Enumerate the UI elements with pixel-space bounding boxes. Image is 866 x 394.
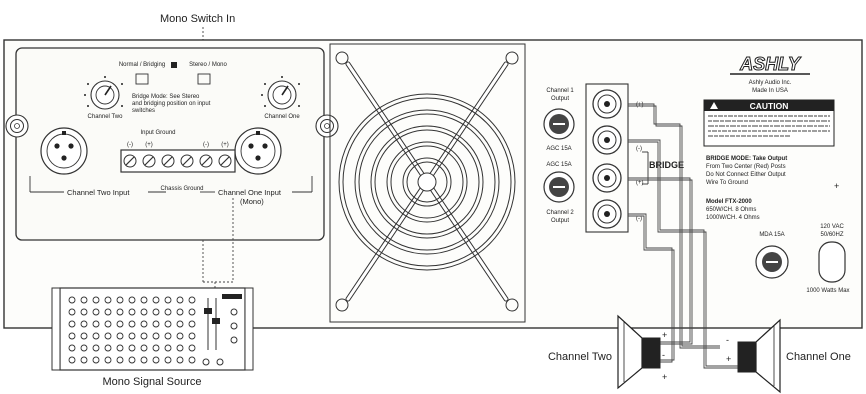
ch1-minus-mark: (-) [636, 146, 642, 152]
input-terminal-strip[interactable] [120, 149, 236, 173]
channel-one-speaker-label: Channel One [786, 351, 851, 363]
terminal-label-6: (+) [221, 142, 229, 148]
watts-max-label: 1000 Watts Max [806, 288, 849, 294]
power-cord-inlet [818, 241, 846, 283]
terminal-label-5: (-) [203, 142, 209, 148]
channel-two-speaker-label: Channel Two [548, 351, 612, 363]
caution-title: CAUTION [750, 101, 789, 111]
bridge-note-line3: switches [132, 108, 155, 114]
channel-two-input-label: Channel Two Input [67, 188, 130, 197]
channel-one-knob-label: Channel One [264, 114, 300, 120]
model-line1: Model FTX-2000 [706, 199, 752, 205]
channel-one-input-label: Channel One Input [218, 188, 282, 197]
bridge-mode-line3: Do Not Connect Either Output [706, 172, 786, 178]
bridge-label: BRIDGE [649, 160, 684, 170]
channel-one-gain-knob[interactable] [261, 76, 300, 110]
binding-post-block [585, 83, 629, 233]
ch2-plus-binding-post[interactable] [592, 163, 622, 193]
ch1-plus-binding-post[interactable] [592, 89, 622, 119]
caution-label-box [703, 99, 835, 147]
mono-signal-source-mixer [51, 287, 254, 371]
ch1-plus-mark: (+) [636, 102, 644, 108]
speaker-wire-ch1-plus [628, 103, 720, 349]
bridge-mode-line2: From Two Center (Red) Posts [706, 164, 786, 170]
switch-indicator [171, 62, 177, 68]
mono-signal-source-label: Mono Signal Source [102, 376, 201, 388]
channel-one-quarter-inch-jack[interactable] [315, 114, 339, 138]
mda-fuse-label: MDA 15A [759, 232, 784, 238]
ch1-output-label-line1: Channel 1 [546, 88, 574, 94]
input-ground-label: Input Ground [140, 130, 175, 136]
switch-normal-label: Normal / Bridging [119, 62, 165, 68]
ch1-minus-binding-post[interactable] [592, 125, 622, 155]
chassis-ground-label: Chassis Ground [160, 186, 203, 192]
terminal-label-2: (+) [145, 142, 153, 148]
speaker-wire-ch2-plus [628, 177, 693, 345]
channel-two-knob-label: Channel Two [88, 114, 124, 120]
ch2-output-label-line1: Channel 2 [546, 210, 574, 216]
bridge-mode-line4: Wire To Ground [706, 180, 748, 186]
ch2-speaker-plus: + [662, 330, 667, 340]
ch2-minus-mark: (-) [636, 216, 642, 222]
speaker-wire-ch1-minus [628, 139, 738, 369]
ch1-fuse-holder[interactable] [543, 108, 575, 140]
ch1-speaker-minus: - [726, 335, 729, 345]
mains-fuse-holder[interactable] [755, 245, 789, 279]
terminal-label-1: (-) [127, 142, 133, 148]
ac-voltage-label: 120 VAC [820, 224, 844, 230]
ch2-minus-binding-post[interactable] [592, 199, 622, 229]
bridge-mode-line1: BRIDGE MODE: Take Output [706, 156, 787, 162]
channel-one-speaker [737, 318, 781, 394]
ch2-fuse-label: AGC 15A [546, 162, 571, 168]
ch2-bottom-plus: + [662, 372, 667, 382]
fan-grille [329, 43, 526, 323]
model-line3: 1000W/CH. 4 Ohms [706, 215, 760, 221]
ch2-output-label-line2: Output [551, 218, 569, 224]
channel-one-xlr-input[interactable] [234, 127, 282, 175]
stereo-mono-switch[interactable] [197, 73, 211, 85]
speaker-wire-ch2-minus [628, 213, 675, 363]
ch1-fuse-label: AGC 15A [546, 146, 571, 152]
ashly-logo: ASHLY [739, 54, 802, 74]
bridge-note-line2: and bridging position on input [132, 101, 211, 107]
ch2-fuse-holder[interactable] [543, 171, 575, 203]
ch2-speaker-minus: - [662, 350, 665, 360]
channel-one-input-mono: (Mono) [240, 197, 264, 206]
screw-mark: + [834, 181, 839, 191]
channel-two-quarter-inch-jack[interactable] [5, 114, 29, 138]
mono-switch-in-label: Mono Switch In [160, 13, 235, 25]
made-in-label: Made In USA [752, 88, 788, 94]
switch-stereo-label: Stereo / Mono [189, 62, 227, 68]
model-line2: 650W/CH. 8 Ohms [706, 207, 756, 213]
ch1-speaker-plus: + [726, 354, 731, 364]
channel-two-gain-knob[interactable] [84, 76, 123, 110]
company-label: Ashly Audio Inc. [749, 80, 792, 86]
channel-two-speaker [617, 314, 661, 390]
ch2-plus-mark: (+) [636, 180, 644, 186]
channel-two-xlr-input[interactable] [40, 127, 88, 175]
normal-bridging-switch[interactable] [135, 73, 149, 85]
ch1-output-label-line2: Output [551, 96, 569, 102]
bridge-note-line1: Bridge Mode: See Stereo [132, 94, 200, 100]
ac-frequency-label: 50/60HZ [820, 232, 843, 238]
